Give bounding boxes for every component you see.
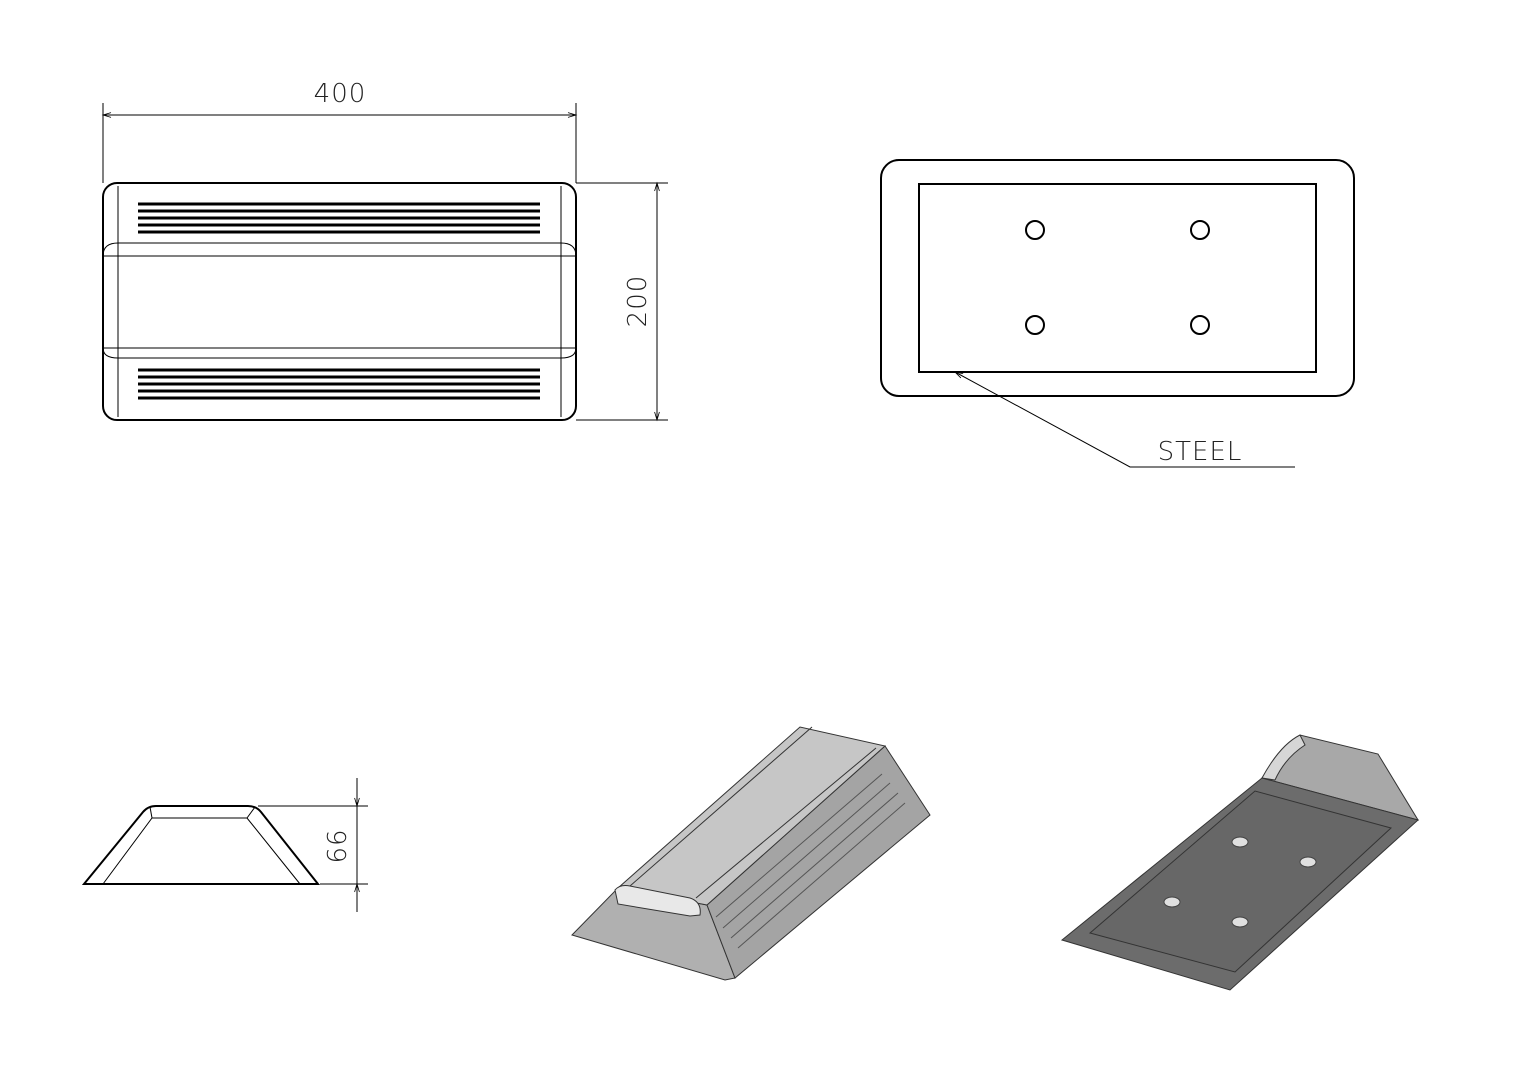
isometric-bottom-view xyxy=(1060,734,1420,991)
material-callout: STEEL xyxy=(1158,437,1243,467)
side-view: 66 xyxy=(81,778,368,912)
dimension-width: 200 xyxy=(576,181,668,422)
ribs-iso xyxy=(715,773,906,949)
ribs-top xyxy=(138,202,540,234)
dimension-length-label: 400 xyxy=(314,79,367,109)
dimension-height: 66 xyxy=(258,778,368,912)
holes xyxy=(1163,836,1317,928)
dimension-length: 400 xyxy=(101,79,578,183)
isometric-top-view xyxy=(571,726,931,981)
dimension-height-label: 66 xyxy=(323,828,353,863)
plate-view: STEEL xyxy=(880,159,1355,468)
dimension-width-label: 200 xyxy=(623,275,653,328)
front-view: 400 200 xyxy=(101,79,668,422)
ribs-bottom xyxy=(138,368,540,400)
